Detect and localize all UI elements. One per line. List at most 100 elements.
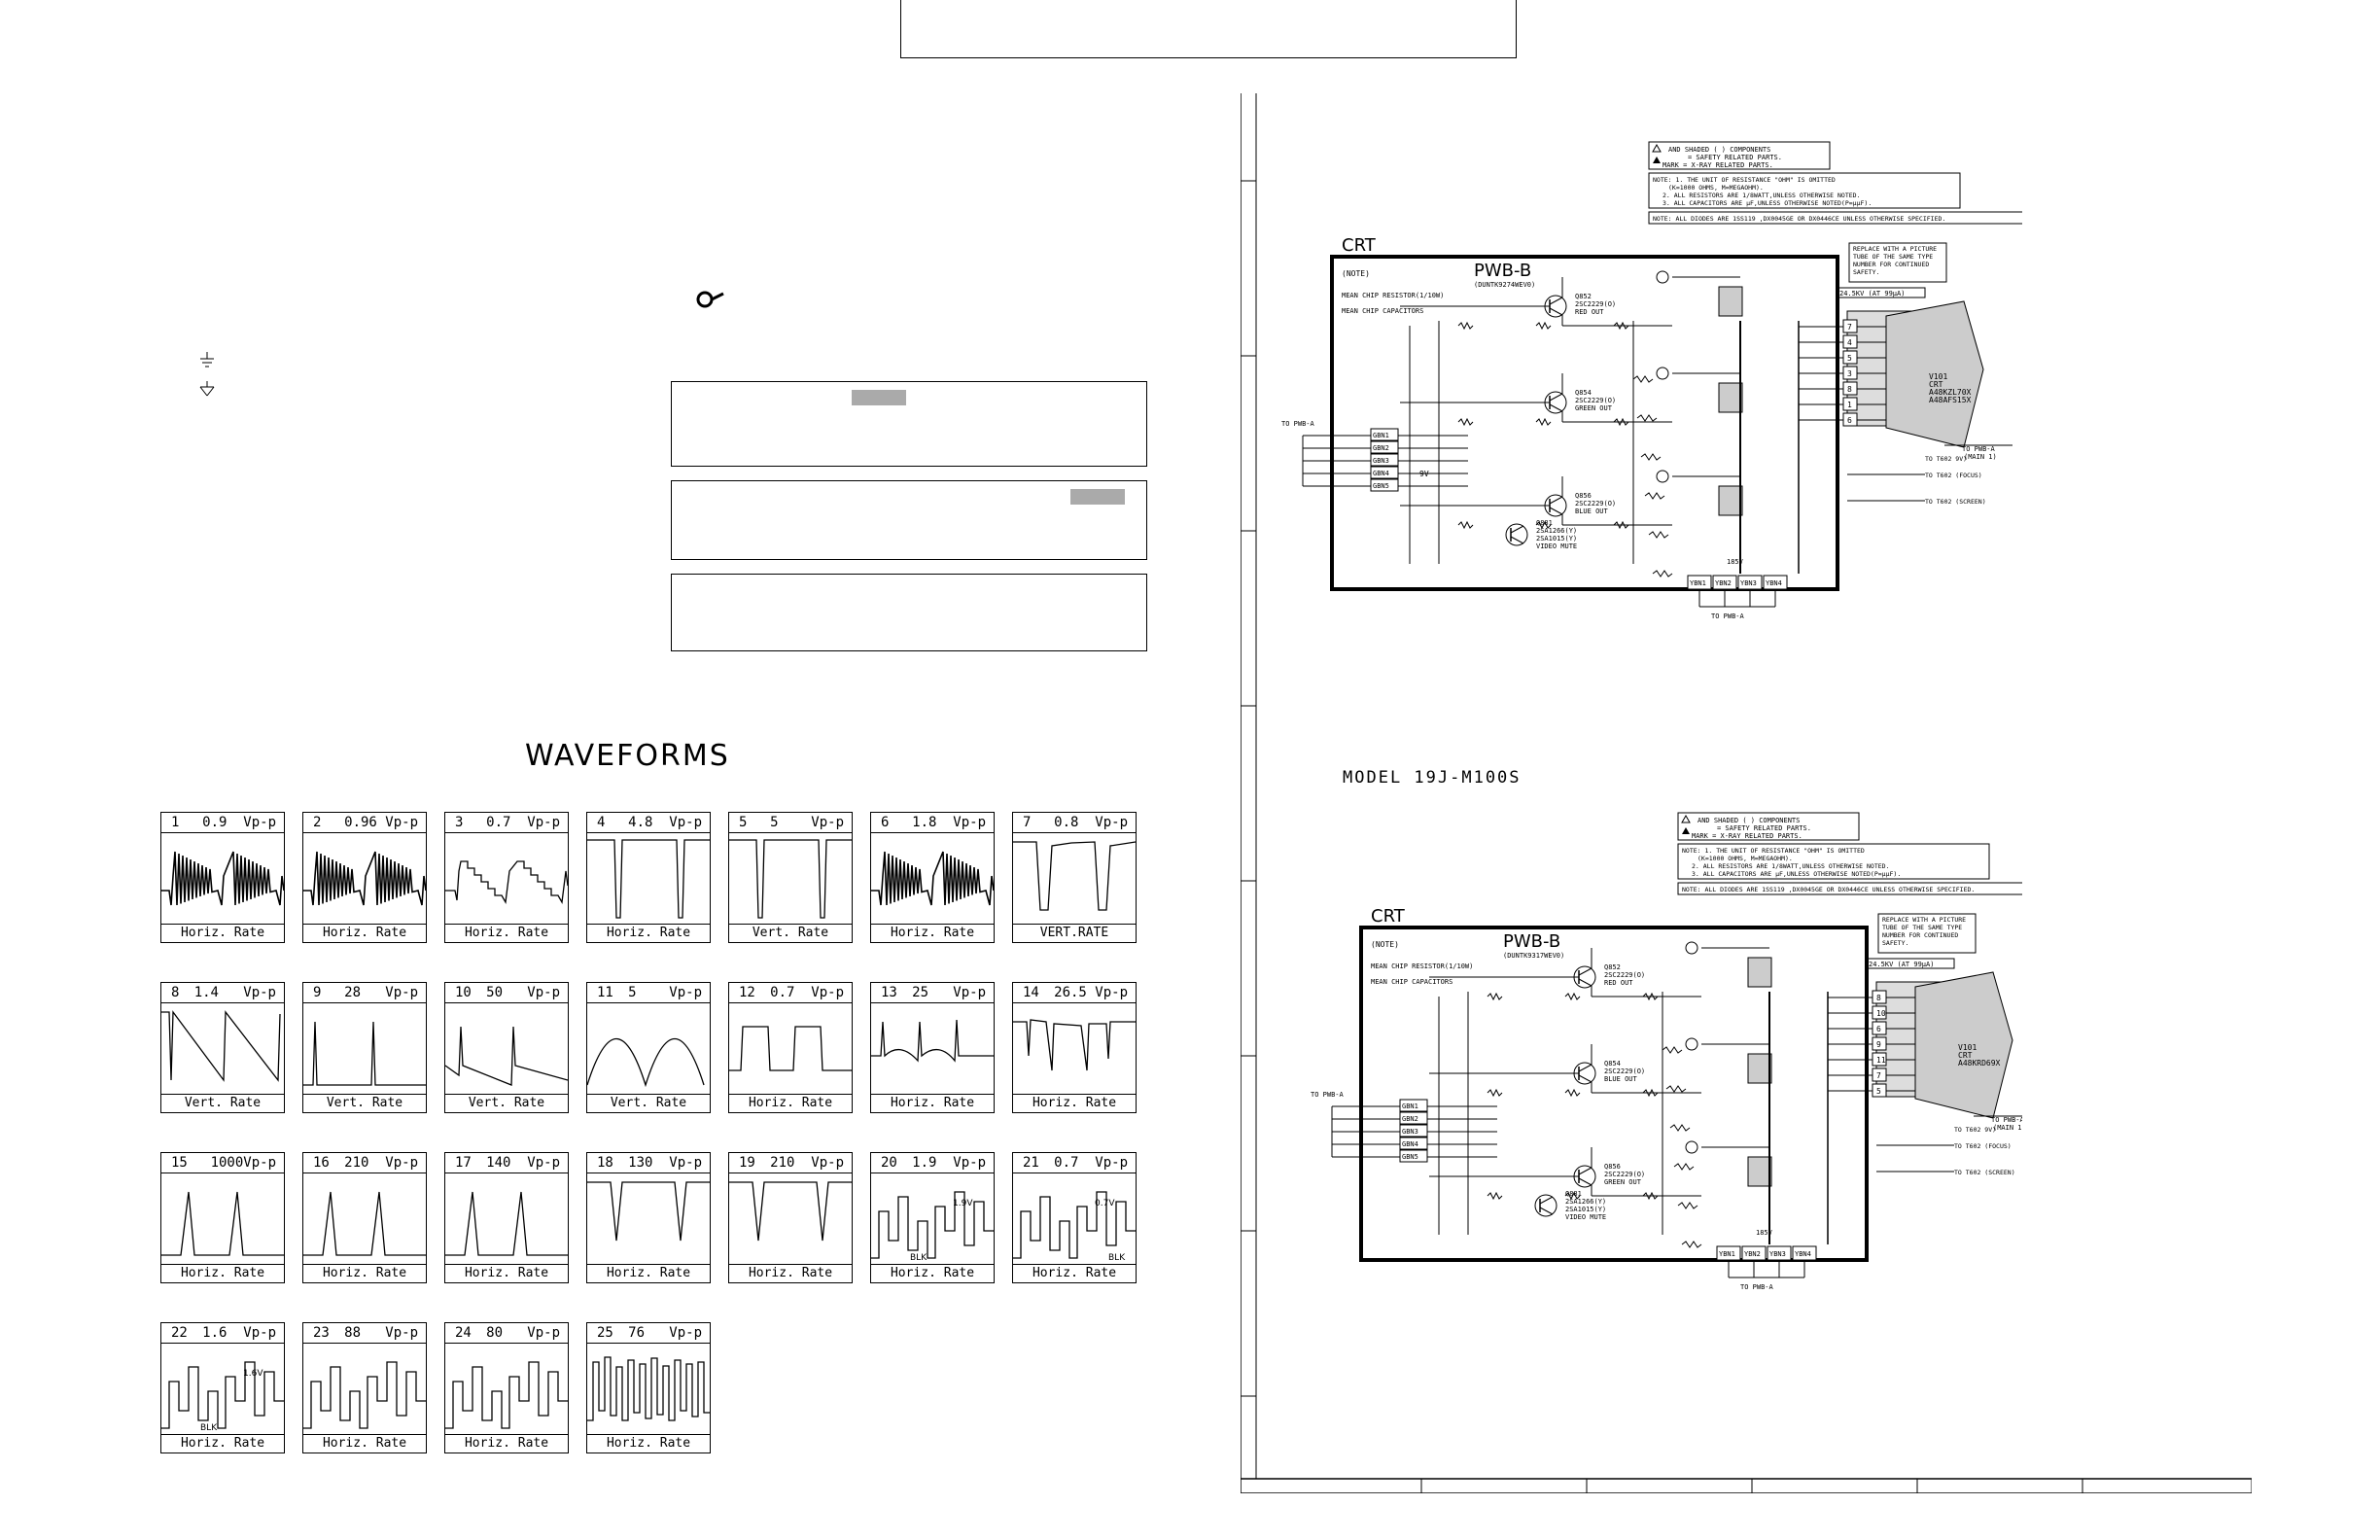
waveform-amplitude: 26.5 Vp-p xyxy=(1054,985,1128,1000)
waveform-line xyxy=(161,1010,281,1082)
connector-pin xyxy=(1399,1111,1428,1125)
waveform-line xyxy=(1013,841,1136,911)
waveform-amplitude: 0.7 Vp-p xyxy=(1054,1155,1128,1171)
waveform-rate: Horiz. Rate xyxy=(1013,1264,1136,1282)
transistor-label: Q852 xyxy=(1575,293,1592,300)
connector-pin-label: GBN4 xyxy=(1402,1140,1418,1148)
transistor-lead xyxy=(1549,297,1563,305)
transistor-lead xyxy=(1539,1207,1554,1215)
waveform-line xyxy=(871,1191,994,1259)
note-text: NOTE: 1. THE UNIT OF RESISTANCE "OHM" IS… xyxy=(1653,176,1836,184)
resistor-icon xyxy=(1642,992,1659,1001)
resistor-icon xyxy=(1642,1191,1659,1201)
waveform-amplitude: 140 Vp-p xyxy=(486,1155,560,1171)
model-label: MODEL 19J-M100S xyxy=(1343,768,1522,788)
replace-notice-box xyxy=(1877,913,1977,954)
transistor-label: BLUE OUT xyxy=(1604,1075,1638,1083)
connector-pin-label: GBN2 xyxy=(1402,1115,1418,1123)
test-point-icon xyxy=(1685,1037,1698,1051)
transistor-lead xyxy=(1539,1196,1554,1205)
connector-pin xyxy=(1399,1099,1428,1112)
test-point-icon xyxy=(1656,367,1669,380)
transistor-lead xyxy=(1549,403,1563,412)
output-label: TO T602 (FOCUS) xyxy=(1954,1142,2012,1150)
resistor-icon xyxy=(1640,453,1662,461)
transistor-lead xyxy=(1549,507,1563,515)
schematic-bottom-drawing: AND SHADED ( ) COMPONENTS= SAFETY RELATE… xyxy=(1311,812,2022,1291)
header-frame xyxy=(900,0,1517,58)
pin-number: 7 xyxy=(1876,1071,1881,1080)
waveform-number: 18 xyxy=(597,1155,613,1171)
waveform-trace xyxy=(445,1026,568,1086)
replace-text: NUMBER FOR CONTINUED xyxy=(1853,261,1929,268)
connector-pin xyxy=(1370,428,1399,441)
waveform-number: 6 xyxy=(881,815,890,830)
replace-text: TUBE OF THE SAME TYPE xyxy=(1853,253,1933,261)
transistor-label: RED OUT xyxy=(1604,979,1633,987)
note-text: NOTE: ALL DIODES ARE 1SS119 ,DX0045GE OR… xyxy=(1682,886,1975,893)
transistor-label: 2SC2229(O) xyxy=(1575,300,1616,308)
transistor-label: Q854 xyxy=(1604,1060,1621,1068)
waveform-amplitude: 1.8 Vp-p xyxy=(912,815,986,830)
waveform-number: 8 xyxy=(171,985,180,1000)
waveform-rate: Horiz. Rate xyxy=(161,1264,284,1282)
crt-text: V101 xyxy=(1958,1043,1977,1052)
waveform-line xyxy=(303,1021,426,1086)
resistance-note-box xyxy=(1677,843,1990,880)
transistor-lead xyxy=(1578,978,1592,987)
transistor-label: Q852 xyxy=(1604,963,1621,971)
note-title: (NOTE) xyxy=(1342,269,1370,278)
waveform-amplitude: 210 Vp-p xyxy=(344,1155,418,1171)
waveform-line xyxy=(1013,1191,1136,1259)
note-text: 3. ALL CAPACITORS ARE µF,UNLESS OTHERWIS… xyxy=(1662,199,1872,207)
pin-number: 9 xyxy=(1876,1040,1881,1049)
crt-text: A48AFS15X xyxy=(1929,396,1972,404)
transistor-label: Q856 xyxy=(1575,492,1592,500)
safety-text: AND SHADED ( ) COMPONENTS xyxy=(1668,146,1770,154)
waveform-trace xyxy=(871,1019,994,1063)
output-label: TO T602 (FOCUS) xyxy=(1925,472,1982,479)
waveform-amplitude: 0.96 Vp-p xyxy=(344,815,418,830)
waveform-line xyxy=(1013,1019,1136,1071)
waveform-rate: Horiz. Rate xyxy=(303,1264,426,1282)
waveform-trace xyxy=(587,839,710,919)
waveform-line xyxy=(445,1191,568,1256)
pin-number: 10 xyxy=(1876,1009,1886,1018)
connector-pin-label: GBN2 xyxy=(1373,444,1389,452)
connector-pin xyxy=(1399,1124,1428,1138)
right-page-frame xyxy=(1240,93,2253,1494)
waveform-amplitude: 5 Vp-p xyxy=(628,985,702,1000)
transistor-lead xyxy=(1549,496,1563,505)
waveform-amplitude: 130 Vp-p xyxy=(628,1155,702,1171)
transistor-label: 2SC2229(O) xyxy=(1604,971,1645,979)
resistor-icon xyxy=(1613,417,1629,427)
shaded-component xyxy=(1718,382,1743,413)
connector-pin-label: GBN1 xyxy=(1402,1102,1418,1110)
resistor-icon xyxy=(1632,375,1654,383)
output-label: TO T602 9V) xyxy=(1925,455,1967,463)
output-label: TO T602 (SCREEN) xyxy=(1954,1169,2015,1176)
transistor-label: Q881 xyxy=(1565,1190,1582,1198)
waveform-rate: Vert. Rate xyxy=(303,1094,426,1112)
transistor-label: 2SC2229(O) xyxy=(1604,1171,1645,1178)
replace-text: SAFETY. xyxy=(1853,268,1879,276)
test-point-symbol xyxy=(696,290,725,309)
connector-pin-label: YBN3 xyxy=(1740,579,1757,587)
test-point-icon xyxy=(1685,1140,1698,1154)
waveform-rate: Vert. Rate xyxy=(161,1094,284,1112)
waveform-number: 15 xyxy=(171,1155,188,1171)
